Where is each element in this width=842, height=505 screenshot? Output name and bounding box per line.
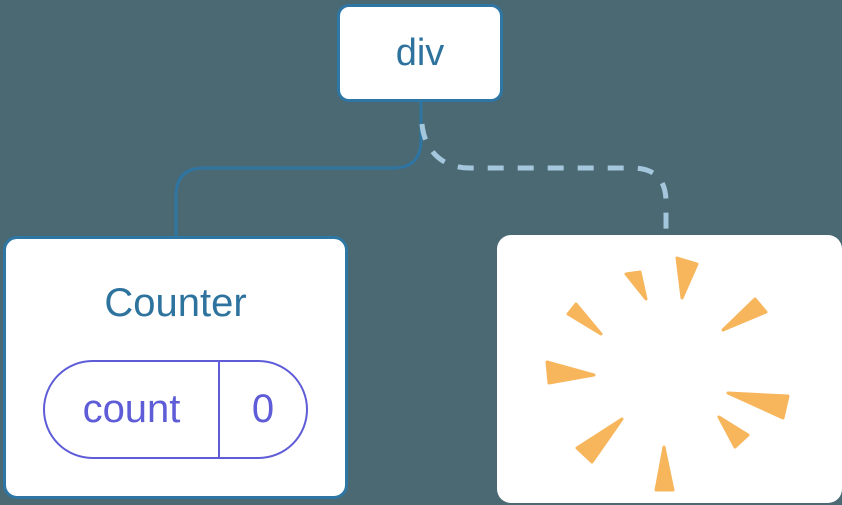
poof-wedge — [624, 270, 648, 301]
poof-wedge — [575, 417, 624, 464]
poof-wedge — [566, 302, 603, 336]
poof-wedge — [717, 415, 750, 449]
tree-node-removed — [497, 235, 842, 503]
poof-wedge — [726, 391, 790, 420]
connector-solid-kept-branch — [174, 100, 423, 240]
state-pill-value: 0 — [218, 362, 306, 457]
div-node-label: div — [395, 31, 445, 74]
poof-wedge — [545, 360, 596, 385]
state-pill: count 0 — [43, 360, 308, 459]
poof-wedge — [654, 445, 675, 492]
tree-node-counter: Counter count 0 — [3, 236, 348, 499]
poof-wedge — [721, 297, 768, 332]
connector-dashed-removed-branch — [419, 123, 669, 237]
poof-wedge — [675, 256, 699, 300]
poof-starburst-icon — [545, 256, 790, 492]
state-pill-name: count — [82, 387, 181, 431]
tree-node-div: div — [337, 4, 503, 102]
counter-title: Counter — [104, 281, 247, 325]
